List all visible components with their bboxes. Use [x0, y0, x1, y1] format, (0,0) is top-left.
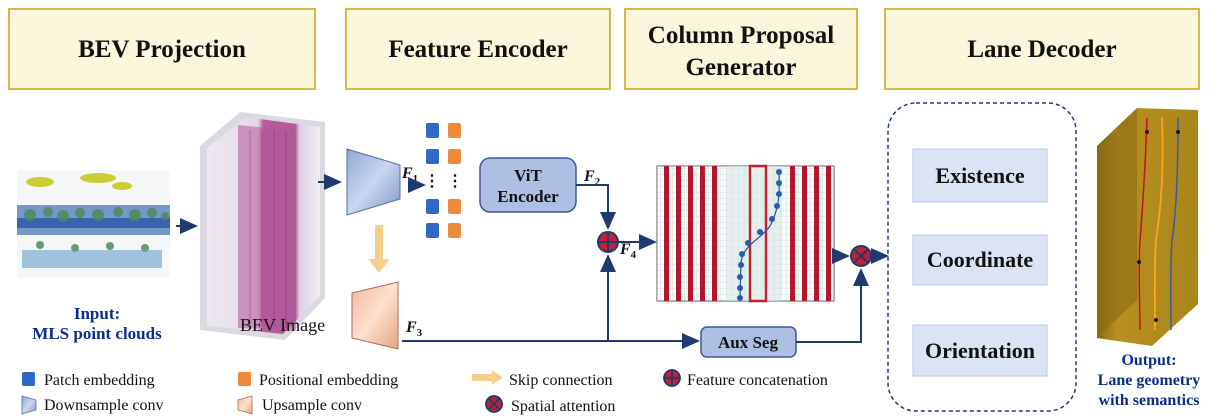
- legend-upsample-label: Upsample conv: [262, 397, 362, 414]
- legend-positional-label: Positional embedding: [259, 372, 398, 389]
- stage-box-feature-encoder: Feature Encoder: [345, 8, 611, 90]
- patch-token: [426, 199, 439, 214]
- legend-upsample: Upsample conv: [237, 395, 362, 415]
- legend-downsample-label: Downsample conv: [44, 397, 164, 414]
- stage-box-lane-decoder: Lane Decoder: [884, 8, 1200, 90]
- skip-arrow-icon: [472, 370, 503, 385]
- output-label-2: Lane geometry: [1098, 372, 1201, 389]
- legend-positional: Positional embedding: [238, 372, 398, 389]
- vit-encoder-block: ViT Encoder: [479, 157, 577, 213]
- legend-downsample: Downsample conv: [21, 395, 164, 415]
- patch-token: [426, 149, 439, 164]
- column-proposal-grid: [656, 164, 835, 303]
- legend: Patch embedding Positional embedding Ski…: [21, 369, 828, 415]
- coordinate-label: Coordinate: [927, 247, 1034, 272]
- patch-swatch-icon: [22, 372, 35, 386]
- legend-patch-label: Patch embedding: [44, 372, 155, 389]
- bev-image-label: BEV Image: [240, 315, 325, 335]
- spatial-attention-icon: [485, 395, 503, 413]
- skip-connection-arrow: [368, 225, 390, 273]
- concat-node: [597, 231, 619, 253]
- legend-spatial: Spatial attention: [485, 395, 615, 415]
- stage-box-column-proposal: Column Proposal Generator: [624, 8, 858, 90]
- aux-seg-label: Aux Seg: [718, 333, 778, 352]
- point-cloud-image: [17, 170, 170, 278]
- positional-swatch-icon: [238, 372, 251, 386]
- vit-label-1: ViT: [514, 166, 542, 185]
- upsample-icon: [237, 395, 253, 415]
- patch-token: [426, 223, 439, 238]
- arrow-f2: [576, 184, 616, 230]
- f2-label: F2: [583, 168, 601, 188]
- concat-icon: [663, 369, 681, 387]
- downsample-block: [346, 148, 401, 216]
- stage-title-feature-encoder: Feature Encoder: [388, 36, 567, 63]
- f1-label: F1: [401, 165, 418, 185]
- token-grid: ⋮ ⋮: [424, 123, 463, 238]
- aux-seg-block: Aux Seg: [700, 326, 797, 358]
- downsample-icon: [21, 395, 37, 415]
- lane-decoder-container: [887, 102, 1077, 412]
- decoder-head-existence: Existence: [912, 148, 1048, 203]
- f4-label: F4: [619, 241, 637, 261]
- spatial-attention-node: [850, 245, 872, 267]
- decoder-head-orientation: Orientation: [912, 324, 1048, 377]
- orientation-label: Orientation: [925, 338, 1035, 363]
- stage-title-lane-decoder: Lane Decoder: [967, 36, 1116, 63]
- legend-concat: Feature concatenation: [663, 369, 828, 389]
- input-label-1: Input:: [74, 304, 120, 323]
- stage-title-column-proposal-2: Generator: [685, 54, 796, 81]
- ellipsis-dots: ⋮: [424, 173, 440, 190]
- f3-label: F3: [405, 319, 423, 339]
- legend-concat-label: Feature concatenation: [687, 372, 828, 389]
- bev-image: [200, 112, 325, 340]
- upsample-block: [351, 281, 399, 350]
- decoder-head-coordinate: Coordinate: [912, 234, 1048, 286]
- legend-skip-label: Skip connection: [509, 372, 613, 389]
- positional-token: [448, 123, 461, 138]
- patch-token: [426, 123, 439, 138]
- positional-token: [448, 149, 461, 164]
- legend-patch: Patch embedding: [22, 372, 155, 389]
- input-label-2: MLS point clouds: [32, 324, 162, 343]
- arrow-aux-to-attention: [796, 268, 869, 343]
- stage-title-column-proposal-1: Column Proposal: [648, 22, 834, 49]
- positional-token: [448, 199, 461, 214]
- stage-title-bev-projection: BEV Projection: [78, 36, 246, 63]
- legend-spatial-label: Spatial attention: [511, 398, 615, 415]
- output-lane-image: [1097, 108, 1198, 346]
- vit-label-2: Encoder: [497, 187, 559, 206]
- ellipsis-dots: ⋮: [447, 173, 463, 190]
- legend-skip: Skip connection: [472, 370, 613, 389]
- stage-box-bev-projection: BEV Projection: [8, 8, 316, 90]
- output-label-3: with semantics: [1099, 392, 1200, 409]
- output-label-1: Output:: [1121, 352, 1176, 369]
- existence-label: Existence: [935, 163, 1024, 188]
- positional-token: [448, 223, 461, 238]
